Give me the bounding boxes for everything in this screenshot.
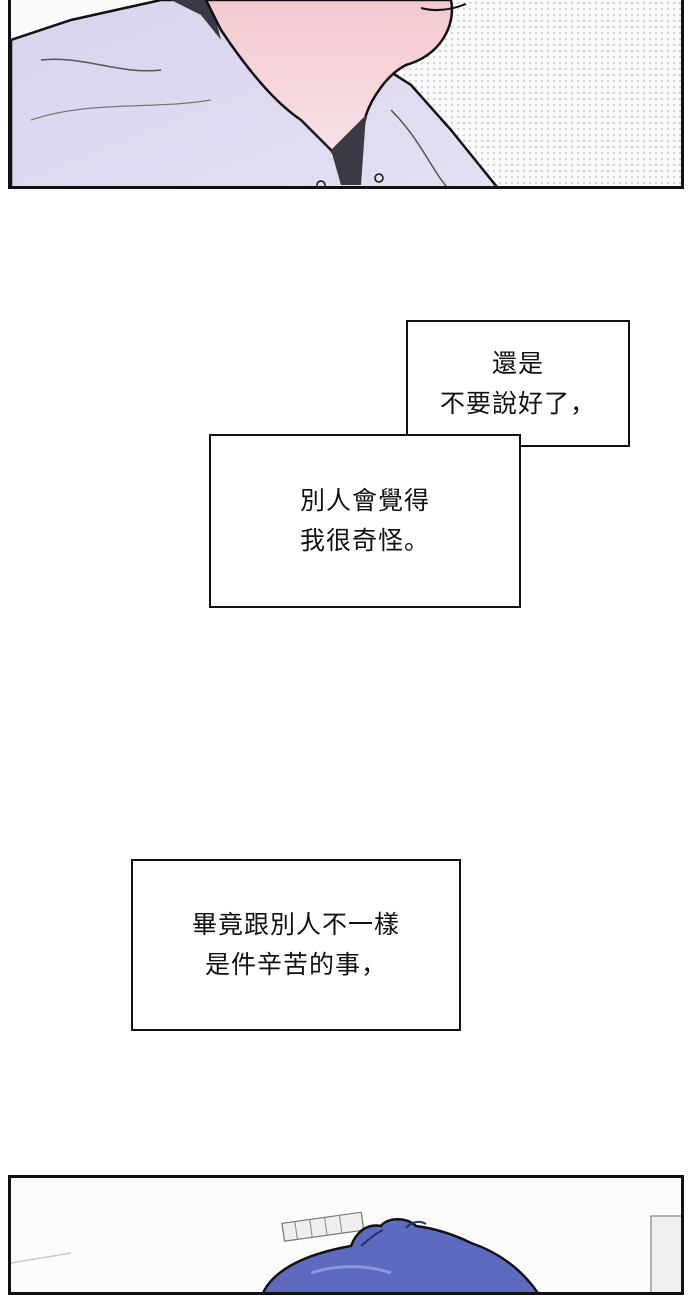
hair-strand — [405, 1220, 427, 1229]
inner-shirt — [331, 115, 366, 185]
background-door — [650, 1215, 681, 1292]
neck-skin — [204, 0, 454, 184]
panel-bottom-illustration — [11, 1211, 681, 1292]
hoodie-fold — [40, 58, 162, 72]
narration-box-3: 畢竟跟別人不一樣 是件辛苦的事， — [131, 859, 461, 1031]
narration-text-1: 還是 不要說好了， — [440, 344, 596, 424]
comic-panel-bottom — [8, 1175, 684, 1295]
drawstring-hole — [374, 173, 384, 183]
comic-panel-top — [8, 0, 684, 189]
narration-line: 不要說好了， — [439, 388, 596, 418]
narration-line: 還是 — [491, 348, 544, 378]
narration-box-1: 還是 不要說好了， — [406, 320, 630, 447]
panel-top-illustration — [11, 0, 681, 186]
drawstring-hole — [316, 180, 326, 186]
narration-line: 我很奇怪。 — [299, 526, 430, 555]
hair-strand — [360, 1229, 384, 1247]
narration-line: 是件辛苦的事， — [204, 950, 387, 979]
mouth-line — [420, 3, 467, 12]
narration-line: 別人會覺得 — [299, 486, 430, 515]
hood-collar-shadow — [171, 0, 221, 40]
narration-line: 畢竟跟別人不一樣 — [191, 910, 400, 939]
narration-box-2: 別人會覺得 我很奇怪。 — [209, 434, 521, 608]
background-line — [11, 1252, 72, 1264]
character-hair — [262, 1218, 539, 1292]
ceiling-vent — [281, 1211, 365, 1242]
narration-text-3: 畢竟跟別人不一樣 是件辛苦的事， — [192, 905, 400, 985]
narration-text-2: 別人會覺得 我很奇怪。 — [300, 481, 430, 561]
hoodie-fold — [30, 99, 212, 121]
hoodie-fold — [390, 109, 447, 186]
hair-highlight — [310, 1265, 392, 1275]
